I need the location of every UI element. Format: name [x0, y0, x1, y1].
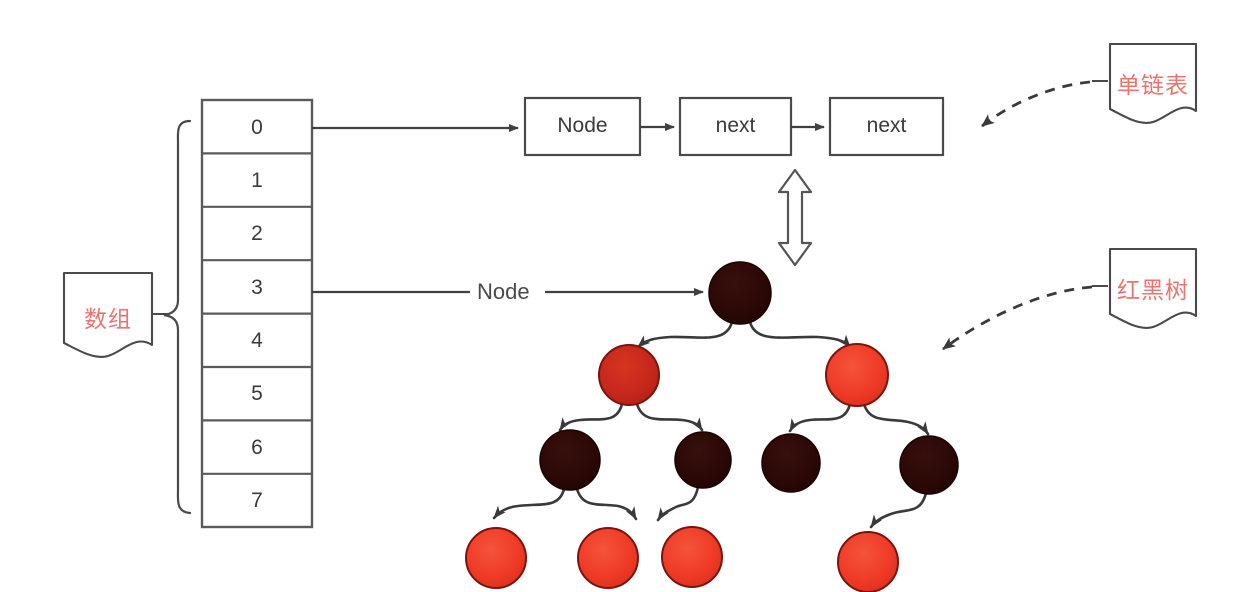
tree-node-l3a [465, 527, 527, 589]
tree-callout-arrow [942, 285, 1093, 351]
linked-list-callout-shape [1092, 42, 1198, 124]
array-grid [200, 98, 314, 529]
list-node-2-label[interactable]: next [866, 114, 907, 137]
array-cell-2[interactable]: 2 [251, 222, 263, 245]
tree-node-l3c [661, 526, 723, 588]
tree-callout-label: 红黑树 [1117, 277, 1189, 303]
array-cell-7[interactable]: 7 [251, 489, 263, 512]
linked-list-callout-arrow [981, 80, 1091, 128]
array-cell-5[interactable]: 5 [251, 382, 263, 405]
tree-node-l1 [598, 344, 660, 406]
list-tree-equivalence-arrow [777, 168, 813, 267]
list-node-1-label[interactable]: next [715, 114, 756, 137]
array-brace [163, 119, 192, 515]
tree-edges [492, 320, 930, 529]
array-cell-6[interactable]: 6 [251, 436, 263, 459]
tree-callout-shape [1092, 247, 1198, 329]
tree-pointer-label: Node [474, 279, 533, 305]
tree-node-r2b [899, 435, 959, 495]
list-node-0-label[interactable]: Node [557, 114, 608, 137]
linked-list-callout-label: 单链表 [1117, 72, 1189, 98]
array-cell-1[interactable]: 1 [251, 169, 263, 192]
tree-nodes [465, 261, 959, 592]
array-cell-4[interactable]: 4 [251, 329, 263, 352]
tree-node-r3a [837, 531, 899, 592]
tree-node-r2a [761, 433, 821, 493]
tree-node-l3b [577, 527, 639, 589]
array-callout-label: 数组 [84, 306, 132, 332]
linked-list-boxes [523, 96, 945, 157]
tree-node-l2a [539, 429, 601, 491]
array-callout-shape [62, 271, 168, 358]
tree-node-r1 [825, 343, 889, 407]
array-cell-0[interactable]: 0 [251, 116, 263, 139]
tree-node-root [708, 261, 772, 325]
tree-node-l2b [674, 431, 732, 489]
array-cell-3[interactable]: 3 [251, 276, 263, 299]
